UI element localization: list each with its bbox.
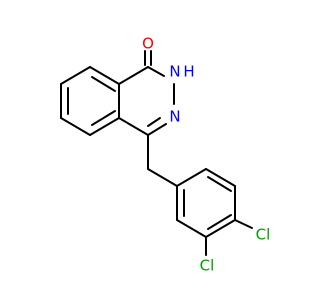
bond-c2p-c3p [205, 168, 236, 187]
bond-c4-c4a [118, 117, 149, 136]
amide-nitrogen-label: N [169, 63, 180, 81]
bond-c1-c8a [118, 66, 149, 85]
imine-nitrogen-label: N [169, 108, 180, 126]
atom-labels: O N H N Cl Cl [142, 35, 270, 275]
bond-network [60, 50, 253, 256]
bond-c8-c8a-inner [91, 76, 116, 92]
bond-c6-c5 [60, 117, 91, 136]
bond-c5-c4a [89, 117, 120, 136]
bond-n3-c4-inner [147, 117, 161, 127]
molecule-structure-diagram: O N H N Cl Cl [60, 35, 270, 275]
bond-c5p-c6p [176, 219, 207, 238]
chlorine-meta-label: Cl [200, 257, 215, 275]
bond-c8a-c8 [89, 66, 120, 85]
bond-c2p-c3p-inner [207, 176, 232, 192]
bond-c4p-cl [234, 219, 253, 229]
oxygen-atom-label: O [142, 35, 154, 53]
bond-ch2-c1prime [147, 168, 178, 187]
bond-n3-c4 [147, 123, 167, 136]
bond-c4p-c5p-inner [207, 214, 232, 230]
bond-c1p-c2p [176, 168, 207, 187]
bond-c5-c4a-inner [91, 110, 116, 126]
bond-c1-n2 [147, 66, 165, 77]
amide-hydrogen-label: H [183, 63, 194, 81]
chlorine-para-label: Cl [256, 226, 271, 244]
bond-c8-c7 [60, 66, 91, 85]
bond-c4p-c5p [205, 219, 236, 238]
